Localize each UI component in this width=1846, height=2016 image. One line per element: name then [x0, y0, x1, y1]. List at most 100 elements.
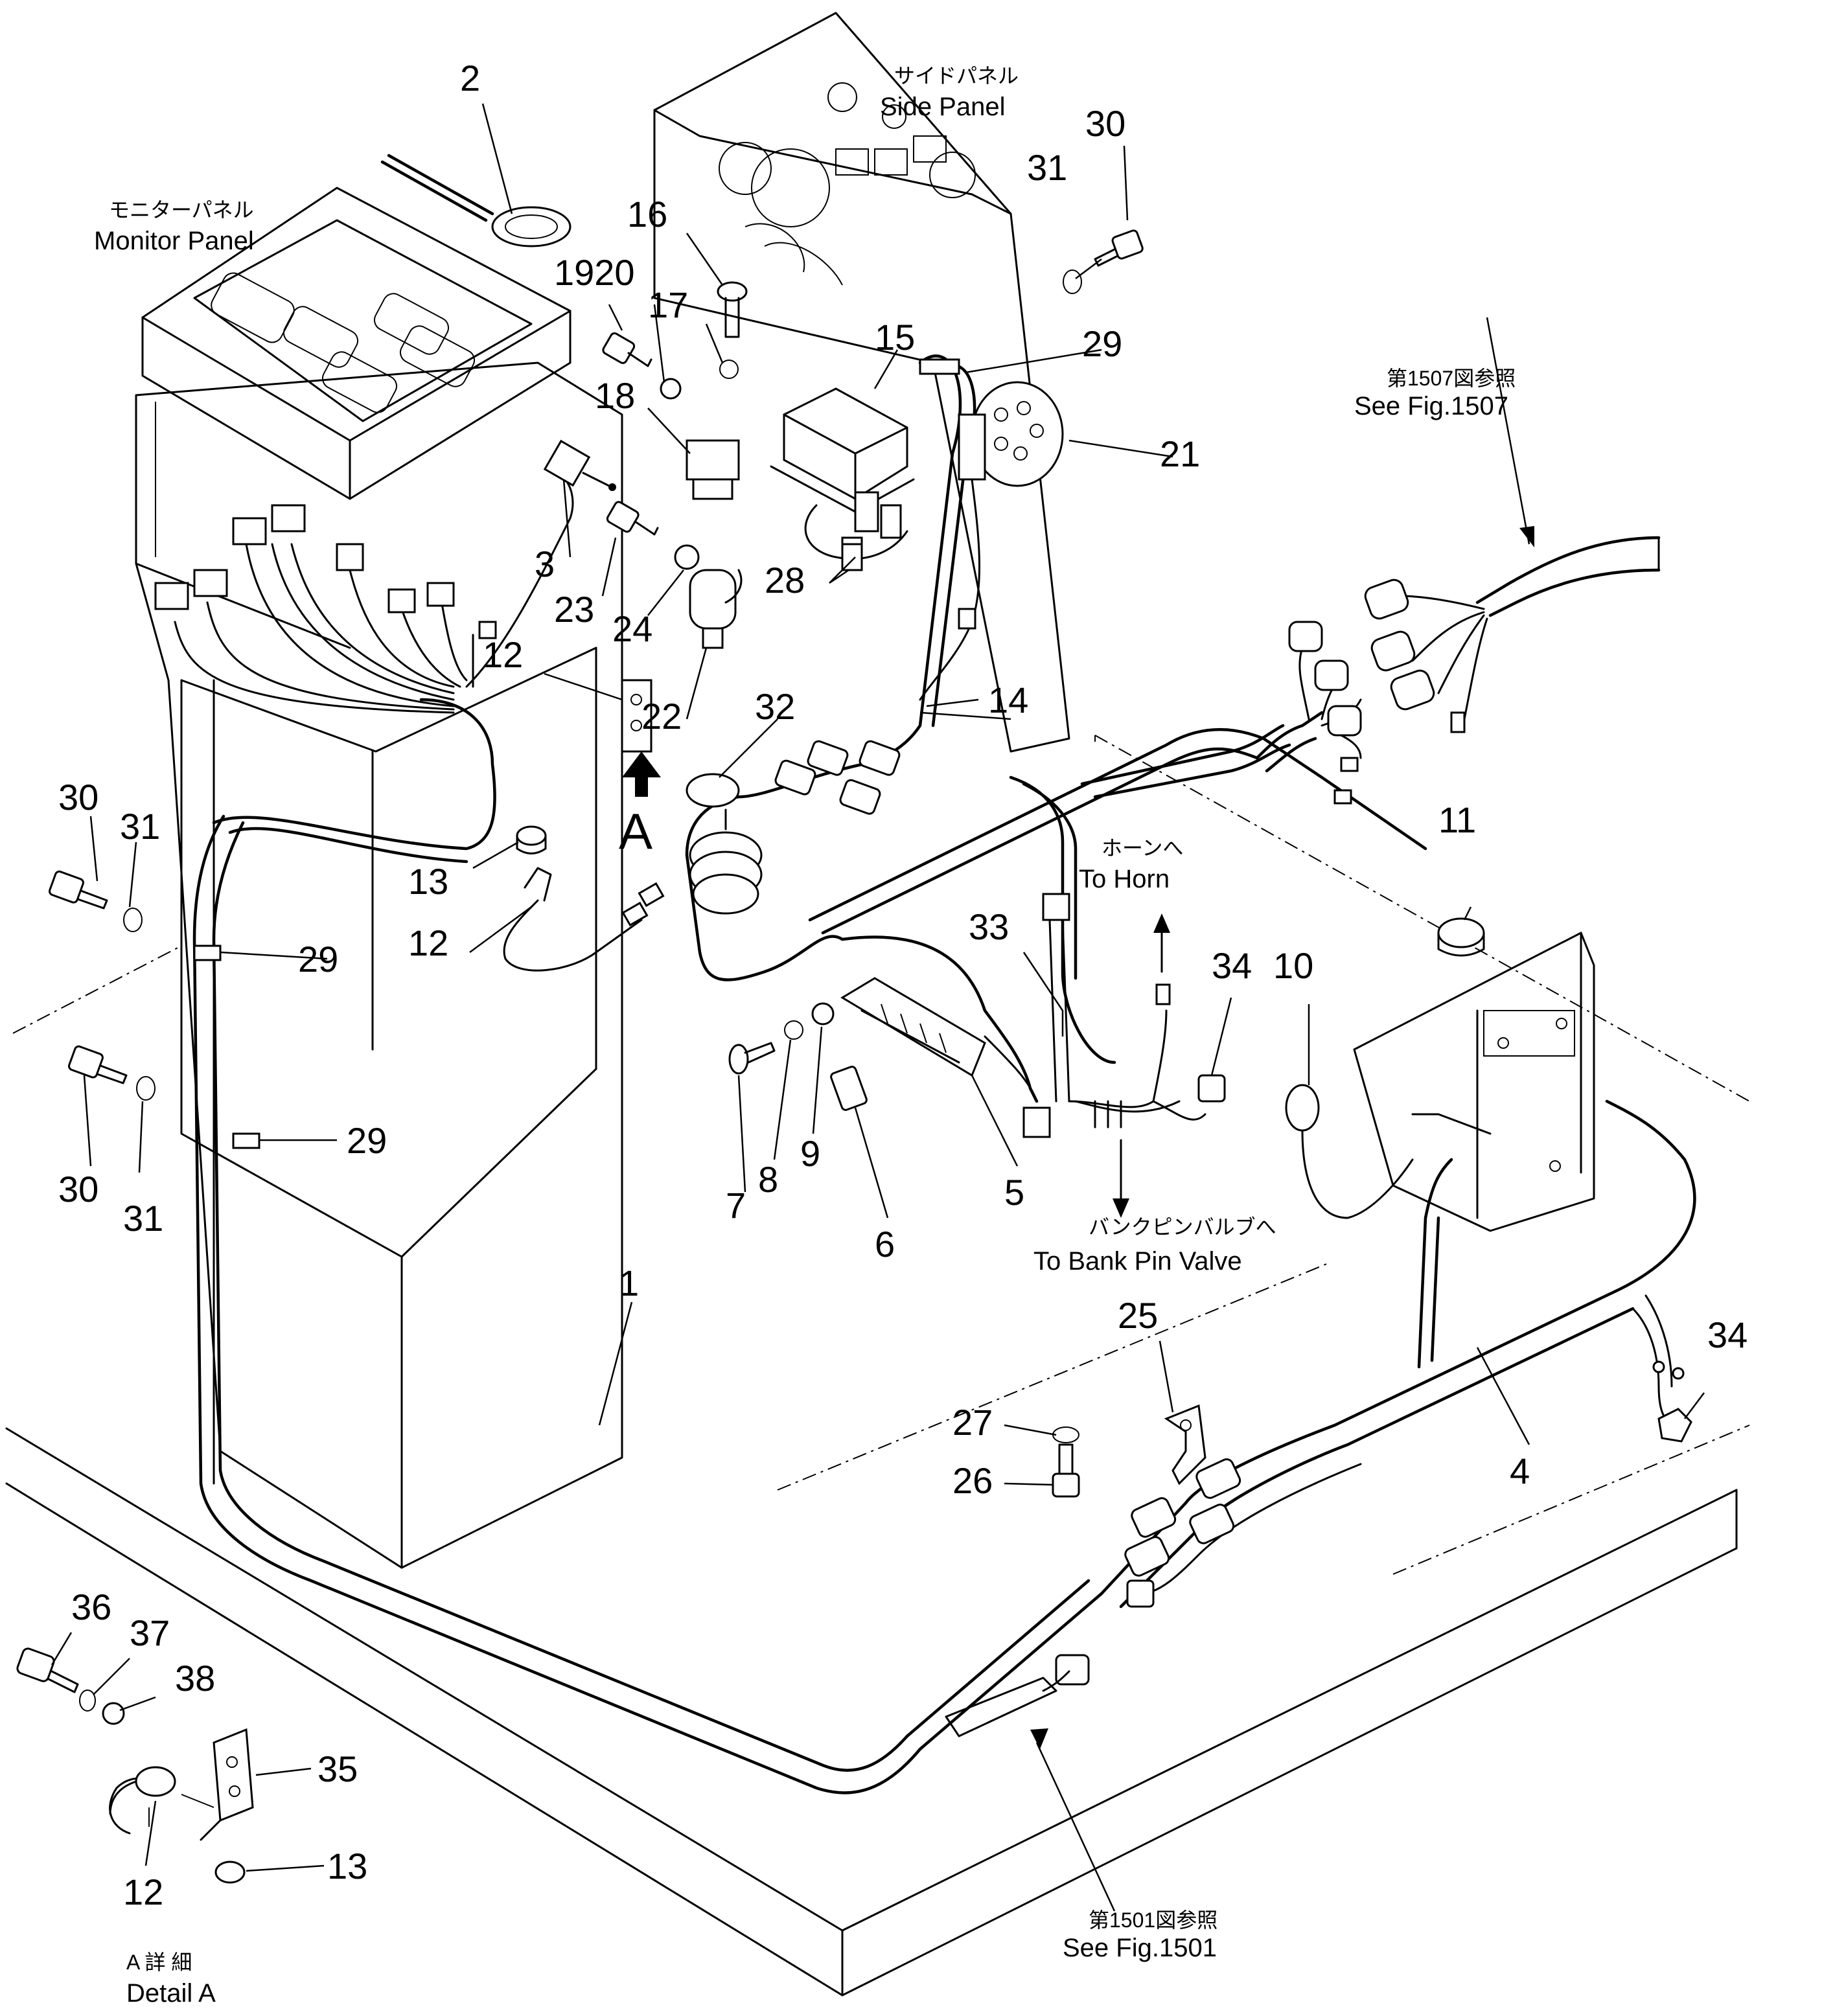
callout-21: 21 [1160, 433, 1200, 474]
callout-35: 35 [317, 1748, 358, 1789]
detail-a [16, 1647, 254, 1884]
side-panel [653, 12, 1070, 753]
detail-a-label-jp: A 詳 細 [126, 1951, 192, 1974]
fig1507-ref-jp: 第1507図参照 [1387, 367, 1516, 390]
cap-34-right [1657, 1408, 1692, 1443]
view-arrow-a [622, 751, 661, 797]
callout-16: 16 [627, 194, 667, 235]
monitor-panel [141, 187, 571, 500]
fig1501-ref-jp: 第1501図参照 [1089, 1908, 1217, 1932]
callout-4: 4 [1510, 1450, 1530, 1491]
monitor-panel-label-jp: モニターパネル [109, 198, 254, 222]
bank-pin-label-jp: バンクピンバルブへ [1089, 1215, 1276, 1239]
clip-17 [719, 360, 739, 379]
lever-2 [380, 154, 571, 247]
detail-a-label-en: Detail A [126, 1979, 216, 2008]
washer-31-top [1063, 269, 1082, 294]
bank-pin-label-en: To Bank Pin Valve [1033, 1247, 1242, 1276]
clip-29-top [919, 358, 960, 375]
horn-arrow [1153, 913, 1170, 973]
clip-29-low [232, 1132, 260, 1149]
side-panel-label-jp: サイドパネル [894, 64, 1019, 87]
bolt-23 [606, 501, 659, 536]
washer-27 [1052, 1426, 1079, 1443]
monitor-panel-label-en: Monitor Panel [94, 227, 254, 255]
washer-20 [660, 378, 682, 400]
callout-8: 8 [758, 1159, 778, 1200]
bolt-30-top [1094, 229, 1144, 267]
callout-32: 32 [755, 686, 795, 727]
callout-13-detail: 13 [327, 1846, 367, 1886]
nut-11 [1437, 917, 1485, 948]
harness-4 [1100, 1099, 1696, 1609]
callout-12-upper: 12 [483, 634, 523, 675]
callout-30-top: 30 [1085, 103, 1125, 144]
callout-37: 37 [130, 1612, 170, 1653]
floor-plate [5, 735, 1750, 1997]
callout-14: 14 [988, 680, 1028, 720]
callout-17: 17 [648, 284, 688, 325]
monitor-harness [154, 472, 574, 714]
connector-block [774, 740, 901, 815]
washer-31-lower [136, 1076, 156, 1101]
fig1501-connector [945, 1654, 1090, 1737]
callout-38: 38 [175, 1658, 215, 1699]
to-horn-label-jp: ホーンへ [1102, 836, 1183, 860]
grommet-32 [686, 773, 763, 915]
to-horn-label-en: To Horn [1079, 865, 1170, 893]
callout-31-top: 31 [1027, 147, 1067, 188]
nut-13 [516, 825, 547, 854]
callout-7: 7 [726, 1185, 746, 1226]
washer-31-left [123, 908, 143, 932]
callout-29-top: 29 [1082, 323, 1122, 364]
fig1501-ref-en: See Fig.1501 [1063, 1934, 1217, 1962]
washer-24 [674, 544, 700, 570]
callout-10: 10 [1273, 945, 1313, 986]
mount-bracket [1353, 917, 1595, 1232]
fig1507-ref-en: See Fig.1507 [1354, 392, 1508, 420]
callout-36: 36 [71, 1586, 111, 1627]
callout-12-detail: 12 [123, 1872, 163, 1912]
switch-10 [1285, 1084, 1414, 1219]
callout-15: 15 [875, 317, 915, 358]
view-a-letter: A [619, 803, 652, 860]
callout-29-mid: 29 [298, 939, 338, 979]
callout-1920: 1920 [554, 252, 635, 293]
fig1501-arrowhead [1030, 1728, 1048, 1749]
callout-33: 33 [969, 906, 1009, 947]
callout-6: 6 [875, 1224, 895, 1265]
console-box [135, 361, 623, 1569]
switch-3 [543, 439, 616, 491]
callout-31-left: 31 [120, 806, 160, 847]
callout-27: 27 [952, 1402, 993, 1443]
callout-2: 2 [460, 58, 480, 98]
plate-12 [621, 679, 652, 753]
harness-fig1507 [1255, 536, 1661, 805]
callout-12-mid: 12 [408, 922, 448, 963]
screw-7 [728, 1042, 776, 1075]
callout-30-left: 30 [58, 777, 98, 818]
callout-34-center: 34 [1212, 945, 1252, 986]
sensor-22 [689, 569, 743, 649]
callout-24: 24 [612, 608, 652, 649]
bolt-26 [1052, 1443, 1080, 1498]
callout-5: 5 [1004, 1172, 1024, 1213]
fuse-6 [830, 1066, 868, 1111]
callout-34-right: 34 [1707, 1314, 1748, 1355]
callout-30-lower: 30 [58, 1169, 98, 1209]
buzzer-21 [919, 381, 1064, 701]
callout-numbers: 2 30 31 16 1920 17 15 29 18 21 28 3 23 2… [58, 58, 1748, 1912]
callout-28: 28 [765, 560, 805, 601]
bracket-18 [686, 439, 740, 500]
callout-13-upper: 13 [408, 861, 448, 902]
bolt-30-left [49, 870, 108, 910]
callout-31-lower: 31 [123, 1198, 163, 1239]
leader-lines [51, 103, 1705, 1912]
bolt-30-lower [68, 1045, 128, 1084]
callout-22: 22 [641, 696, 682, 737]
callout-23: 23 [554, 589, 594, 630]
callout-29-low: 29 [347, 1120, 387, 1161]
callout-1: 1 [619, 1263, 639, 1303]
sensor-12 [503, 867, 665, 972]
